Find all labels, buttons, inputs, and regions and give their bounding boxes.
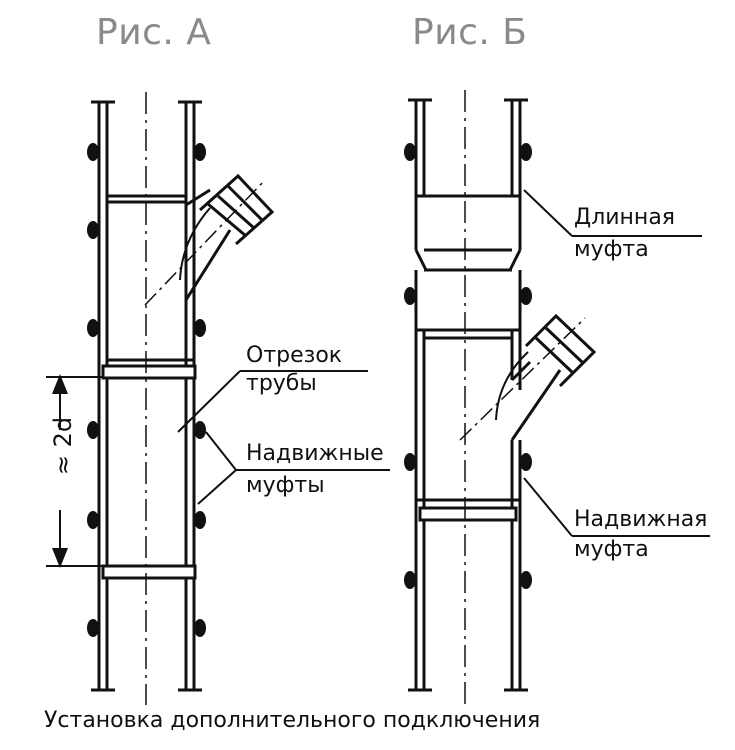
figure-b-slide-coupling bbox=[418, 506, 518, 522]
figure-b-title: Рис. Б bbox=[412, 12, 528, 53]
label-slide-couplings-line2: муфты bbox=[246, 473, 325, 498]
figure-b-long-coupling bbox=[414, 194, 522, 340]
label-slide-coupling-line2: муфта bbox=[574, 537, 649, 562]
figure-b-tee-fitting bbox=[416, 313, 597, 502]
figure-b-leaders bbox=[523, 189, 710, 537]
figure-a-branch-centerline bbox=[144, 179, 266, 306]
dimension-label: ≈ 2d bbox=[49, 416, 78, 476]
label-slide-coupling-line1: Надвижная bbox=[574, 507, 708, 532]
figure-b-branch-centerline bbox=[459, 317, 586, 441]
figure-a-tee-fitting bbox=[107, 173, 275, 362]
label-pipe-segment-line2: трубы bbox=[246, 371, 317, 396]
label-long-coupling-line2: муфта bbox=[574, 237, 649, 262]
figure-b-pipe-walls bbox=[408, 98, 528, 692]
caption: Установка дополнительного подключения bbox=[44, 708, 541, 733]
figure-a-drawing bbox=[46, 92, 390, 705]
figure-a-socket-bumps bbox=[87, 143, 206, 637]
figure-a-pipe-segment bbox=[101, 364, 197, 580]
figure-a-dimension bbox=[46, 374, 104, 568]
label-slide-couplings-line1: Надвижные bbox=[246, 441, 384, 466]
figure-b-drawing bbox=[404, 90, 710, 705]
label-long-coupling-line1: Длинная bbox=[574, 205, 676, 230]
figure-a-title: Рис. А bbox=[96, 12, 212, 53]
label-pipe-segment-line1: Отрезок bbox=[246, 343, 343, 368]
figure-b-socket-bumps bbox=[404, 143, 532, 589]
figure-a-leaders bbox=[177, 370, 390, 505]
